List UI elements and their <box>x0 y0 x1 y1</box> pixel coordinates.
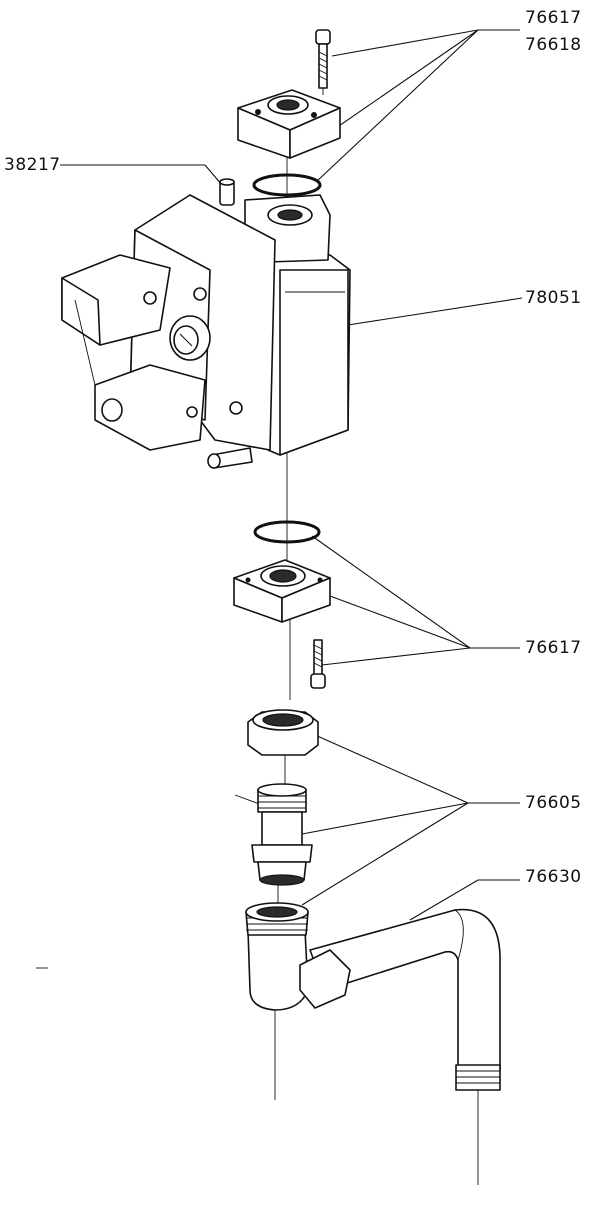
label-76630: 76630 <box>525 867 582 887</box>
lower-flange-part <box>233 559 331 623</box>
gas-valve-part <box>61 178 351 469</box>
top-o-ring-part <box>252 173 322 197</box>
lower-screw-part <box>310 639 326 689</box>
label-76618: 76618 <box>525 35 582 55</box>
label-78051: 78051 <box>525 288 582 308</box>
threaded-adaptor-part <box>251 783 313 886</box>
top-screw-part <box>315 29 331 89</box>
label-76605: 76605 <box>525 793 582 813</box>
lower-o-ring-part <box>253 520 321 544</box>
elbow-pipe-part <box>245 902 501 1091</box>
top-flange-part <box>237 89 341 159</box>
label-38217: 38217 <box>4 155 61 175</box>
union-nut-part <box>247 709 319 756</box>
label-76617-bottom: 76617 <box>525 638 582 658</box>
label-76617-top: 76617 <box>525 8 582 28</box>
